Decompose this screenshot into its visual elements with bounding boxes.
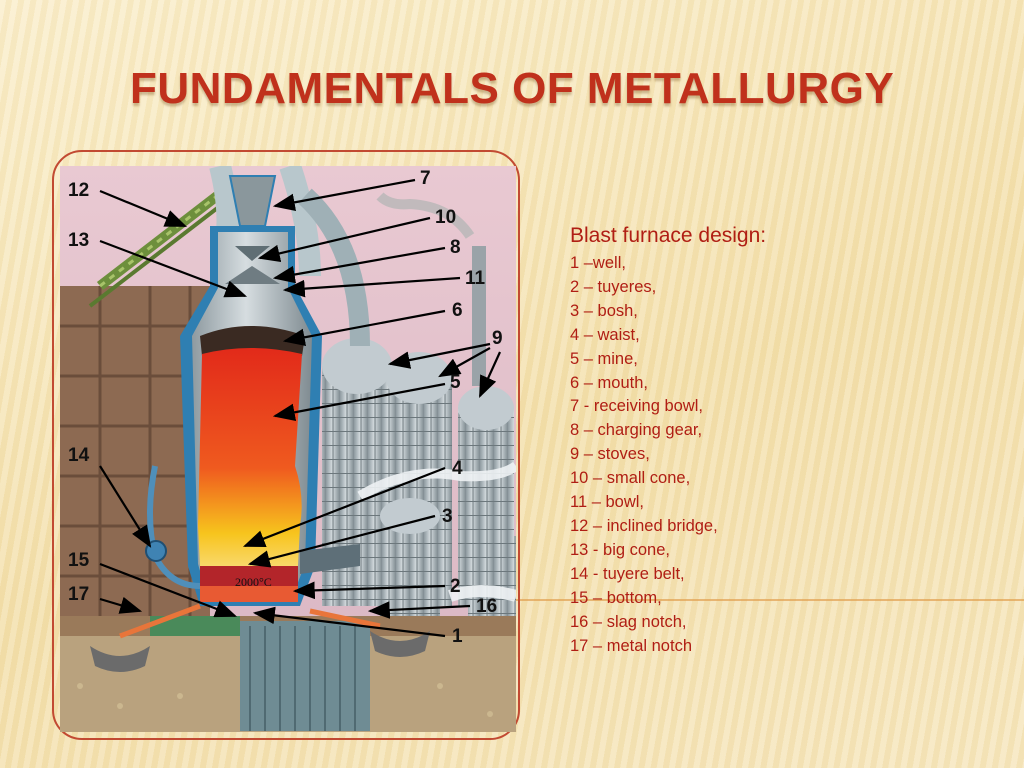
legend-item: 16 – slag notch, [570, 612, 687, 631]
label-2: 2 [450, 576, 461, 597]
label-17: 17 [68, 584, 89, 605]
label-4: 4 [452, 458, 463, 479]
legend-item: 5 – mine, [570, 349, 638, 368]
legend-item: 17 – metal notch [570, 636, 692, 655]
legend-item: 10 – small cone, [570, 469, 691, 488]
label-15: 15 [68, 550, 90, 571]
label-16: 16 [476, 596, 497, 617]
legend-item: 2 – tuyeres, [570, 277, 657, 296]
label-9: 9 [492, 328, 503, 349]
legend-item: 12 – inclined bridge, [570, 516, 718, 535]
legend-item: 7 - receiving bowl, [570, 397, 703, 416]
legend-item: 3 – bosh, [570, 301, 638, 320]
label-3: 3 [442, 506, 453, 527]
label-10: 10 [435, 207, 456, 228]
label-12: 12 [68, 180, 89, 201]
legend-item: 8 – charging gear, [570, 421, 703, 440]
legend-item: 6 – mouth, [570, 373, 648, 392]
legend-item: 1 –well, [570, 254, 626, 272]
label-14: 14 [68, 445, 90, 466]
inclined-bridge [88, 182, 234, 308]
furnace-hot-zone [198, 348, 302, 566]
legend-item: 13 - big cone, [570, 540, 670, 559]
legend: Blast furnace design: 1 –well, 2 – tuyer… [570, 224, 1010, 658]
label-8: 8 [450, 237, 461, 258]
label-1: 1 [452, 626, 463, 647]
label-7: 7 [420, 168, 431, 189]
slide-title: FUNDAMENTALS OF METALLURGY [130, 64, 895, 113]
legend-item: 11 – bowl, [570, 493, 644, 512]
decorative-line [500, 599, 1024, 601]
furnace-shell [180, 175, 322, 606]
label-5: 5 [450, 372, 461, 393]
legend-item: 14 - tuyere belt, [570, 564, 685, 583]
blast-furnace-diagram: 2000°C 12 [60, 166, 516, 732]
legend-item: 4 – waist, [570, 325, 640, 344]
foundation [240, 621, 370, 731]
temperature-label: 2000°C [235, 575, 272, 589]
legend-item: 9 – stoves, [570, 445, 650, 464]
legend-item: 15 – bottom, [570, 588, 662, 607]
chimney [472, 246, 486, 386]
label-6: 6 [452, 300, 463, 321]
diagram-frame [52, 150, 520, 740]
label-11: 11 [465, 268, 486, 289]
legend-heading: Blast furnace design: [570, 224, 767, 247]
label-13: 13 [68, 230, 89, 251]
